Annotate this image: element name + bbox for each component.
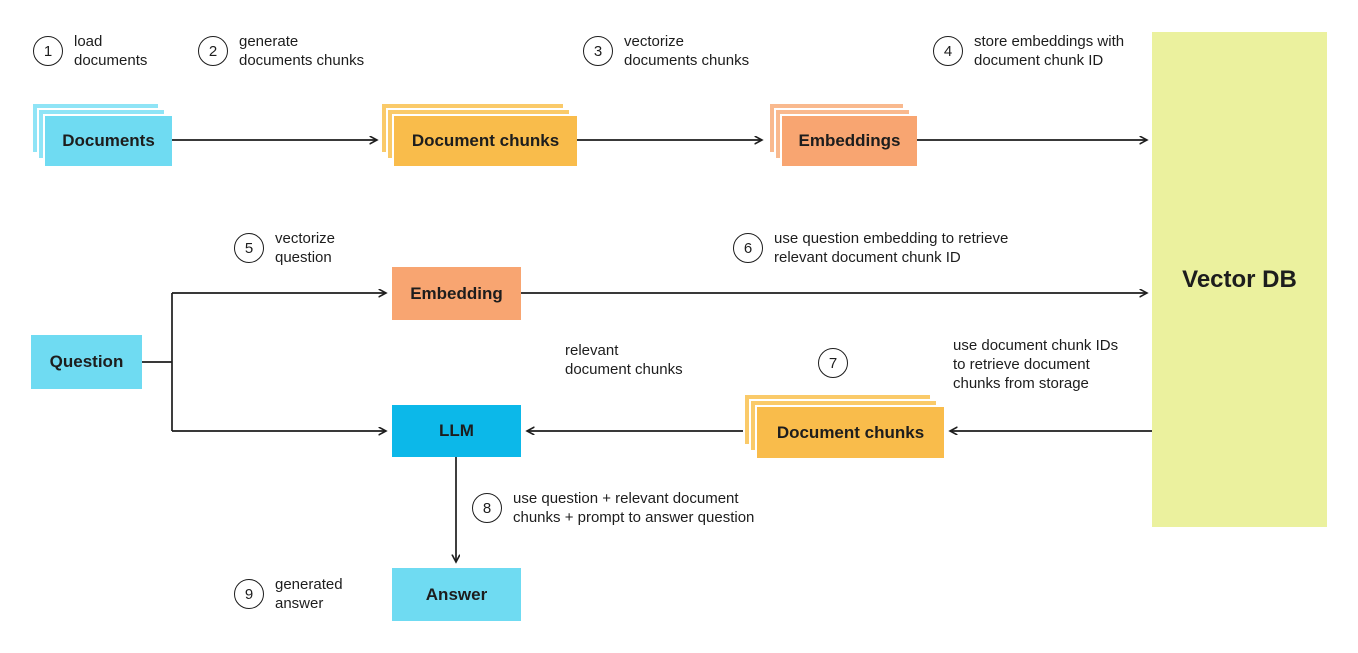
answer-label: Answer: [425, 584, 488, 604]
vector-db-label: Vector DB: [1182, 265, 1297, 293]
step-1-label: load documents: [74, 33, 148, 69]
step-6: 6 use question embedding to retrieve rel…: [733, 229, 1008, 267]
document-chunks-top-label: Document chunks: [411, 131, 560, 150]
document-chunks-bottom-box: Document chunks: [755, 405, 944, 458]
step-5-label: vectorize question: [275, 230, 336, 266]
document-chunks-bottom-stack: Document chunks: [743, 393, 944, 458]
step-3: 3 vectorize documents chunks: [583, 32, 749, 70]
document-chunks-top-box: Document chunks: [392, 114, 577, 166]
documents-stack: Documents: [31, 102, 172, 166]
use-chunk-ids-note: use document chunk IDs to retrieve docum…: [953, 337, 1119, 392]
documents-label: Documents: [62, 131, 155, 150]
embeddings-label: Embeddings: [798, 131, 901, 150]
step-1: 1 load documents: [33, 32, 147, 70]
step-5: 5 vectorize question: [234, 229, 335, 267]
step-5-number: 5: [234, 233, 264, 263]
step-8-label: use question + relevant document chunks …: [513, 490, 755, 526]
question-box: Question: [31, 335, 142, 389]
embedding-box: Embedding: [392, 267, 521, 320]
step-6-number: 6: [733, 233, 763, 263]
embeddings-stack: Embeddings: [768, 102, 917, 166]
embeddings-box: Embeddings: [780, 114, 917, 166]
step-4-number: 4: [933, 36, 963, 66]
step-8: 8 use question + relevant document chunk…: [472, 489, 754, 527]
step-9-label: generated answer: [275, 576, 343, 612]
embedding-label: Embedding: [410, 283, 503, 303]
step-7: 7: [818, 348, 848, 378]
answer-box: Answer: [392, 568, 521, 621]
llm-label: LLM: [439, 421, 474, 440]
step-3-number: 3: [583, 36, 613, 66]
step-2: 2 generate documents chunks: [198, 32, 364, 70]
step-2-number: 2: [198, 36, 228, 66]
step-9: 9 generated answer: [234, 575, 343, 613]
document-chunks-top-stack: Document chunks: [380, 102, 577, 166]
step-4: 4 store embeddings with document chunk I…: [933, 32, 1124, 70]
step-4-label: store embeddings with document chunk ID: [974, 33, 1125, 69]
question-label: Question: [49, 352, 124, 371]
document-chunks-bottom-label: Document chunks: [776, 422, 925, 442]
documents-box: Documents: [43, 114, 172, 166]
step-2-label: generate documents chunks: [239, 33, 365, 69]
relevant-document-chunks-note: relevant document chunks: [565, 342, 683, 378]
step-9-number: 9: [234, 579, 264, 609]
step-7-number: 7: [818, 348, 848, 378]
llm-box: LLM: [392, 405, 521, 457]
step-8-number: 8: [472, 493, 502, 523]
step-3-label: vectorize documents chunks: [624, 33, 750, 69]
vector-db-box: Vector DB: [1152, 32, 1327, 527]
step-1-number: 1: [33, 36, 63, 66]
step-6-label: use question embedding to retrieve relev…: [774, 230, 1009, 266]
